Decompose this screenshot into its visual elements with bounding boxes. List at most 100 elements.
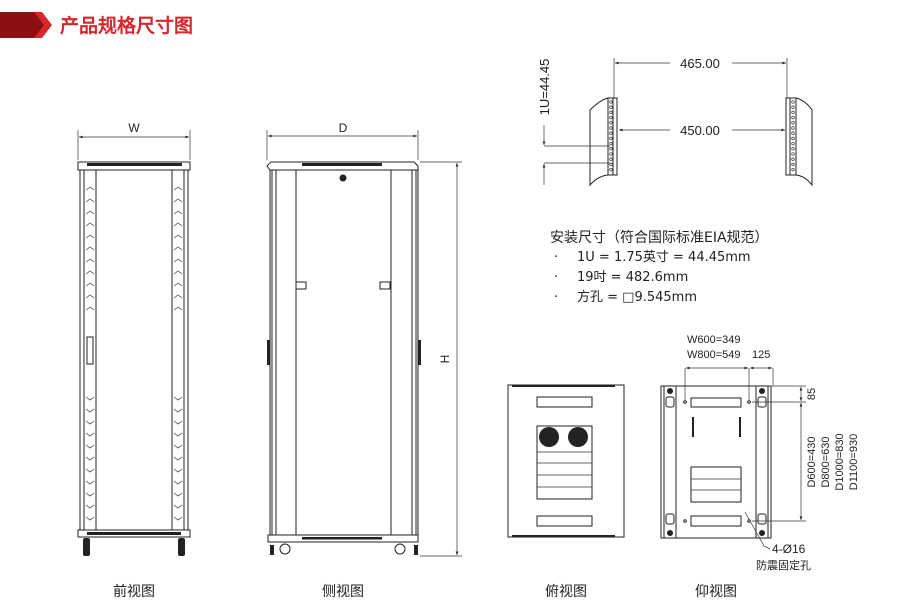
header: 产品规格尺寸图 (0, 12, 193, 38)
rail-hole (609, 162, 613, 167)
height-label: H (438, 355, 452, 364)
rail-hole (609, 105, 613, 109)
bottom-view: W600=349 W800=549 125 85 D600=430 D800=6… (660, 334, 860, 600)
depth-option: D1000=830 (834, 433, 846, 490)
install-spec: 安装尺寸（符合国际标准EIA规范） · 1U = 1.75英寸 = 44.45m… (550, 229, 769, 305)
front-view-caption: 前视图 (113, 583, 155, 600)
vent-slot (173, 408, 183, 413)
vent-slot (173, 480, 183, 485)
vent-slot (173, 456, 183, 461)
vent-slot (85, 456, 95, 461)
hinge-icon (295, 281, 307, 290)
vent-slot (173, 222, 183, 227)
offset-label: 125 (752, 349, 770, 361)
rail-hole (791, 167, 795, 172)
depth-label: D (339, 121, 348, 135)
vent-slot (85, 432, 95, 437)
rail-hole (791, 131, 795, 135)
vent-slot (173, 198, 183, 203)
spec-item: 方孔 = □9.545mm (577, 289, 697, 305)
spec-item: 19吋 = 482.6mm (577, 270, 688, 285)
depth-option: D1100=930 (848, 434, 860, 490)
vent-slot (85, 246, 95, 251)
rail-hole (791, 121, 795, 125)
caster-icon (665, 396, 675, 408)
width-label: W (128, 121, 140, 135)
depth-option: D600=430 (806, 436, 818, 487)
top-view: 俯视图 (507, 384, 625, 600)
rail-hole (791, 147, 795, 151)
vent-slot (173, 282, 183, 287)
vent-slot (85, 444, 95, 449)
rail-hole (609, 136, 613, 141)
vent-slot (173, 504, 183, 509)
rail-hole (609, 131, 613, 135)
vent-slot (173, 468, 183, 473)
rail-hole (609, 167, 613, 172)
rail-hole (791, 110, 795, 115)
vent-slot (173, 516, 183, 521)
w800-label: W800=549 (687, 349, 741, 361)
top-view-caption: 俯视图 (545, 584, 587, 600)
rail-hole (791, 126, 795, 130)
rail-hole (609, 110, 613, 115)
header-arrow-accent-icon (34, 12, 52, 38)
fan-icon (568, 427, 588, 447)
rail-hole (791, 162, 795, 167)
bullet: · (554, 270, 558, 285)
rail-hole (791, 157, 795, 161)
rail-hole (609, 126, 613, 130)
caster-icon (394, 543, 406, 555)
vent-slot (173, 258, 183, 263)
rail-hole (609, 121, 613, 125)
vent-slot (85, 270, 95, 275)
bottom-view-caption: 仰视图 (695, 584, 737, 600)
rail-hole (609, 157, 613, 161)
vent-slot (173, 492, 183, 497)
hole-label: 4-Ø16 (772, 542, 806, 556)
hole-description: 防震固定孔 (756, 558, 811, 572)
rail-hole (791, 141, 795, 146)
rail-diagram: 465.00 450.00 1U=44.45 (537, 55, 813, 187)
hinge-icon (379, 281, 391, 290)
header-arrow-icon (0, 12, 48, 38)
rail-hole (791, 105, 795, 109)
caster-icon (279, 543, 291, 555)
vent-slot (85, 294, 95, 299)
vent-slot (173, 186, 183, 191)
install-spec-heading: 安装尺寸（符合国际标准EIA规范） (550, 229, 769, 246)
rail-hole (609, 100, 613, 104)
vent-slot (85, 420, 95, 425)
rail-hole (791, 136, 795, 141)
vent-slot (85, 480, 95, 485)
vent-slot (173, 234, 183, 239)
vent-slot (85, 492, 95, 497)
vent-slot (173, 432, 183, 437)
vent-slot (173, 420, 183, 425)
edge-label: 85 (806, 388, 818, 400)
vent-slot (85, 210, 95, 215)
rail-hole (609, 152, 613, 156)
inner-width-label: 450.00 (680, 123, 720, 138)
vent-slot (173, 210, 183, 215)
rail-hole (791, 152, 795, 156)
vent-slot (85, 408, 95, 413)
vent-slot (85, 234, 95, 239)
vent-slot (85, 504, 95, 509)
vent-slot (173, 270, 183, 275)
vent-slot (173, 294, 183, 299)
rail-hole (791, 115, 795, 120)
door-handle-icon (86, 336, 94, 365)
w600-label: W600=349 (687, 334, 741, 346)
vent-slot (173, 306, 183, 311)
side-view-caption: 侧视图 (322, 584, 364, 600)
vent-slot (85, 282, 95, 287)
caster-icon (178, 538, 185, 556)
depth-option: D800=630 (820, 436, 832, 487)
fan-icon (539, 427, 559, 447)
side-view: D H 侧视图 (266, 121, 462, 600)
vent-slot (85, 396, 95, 401)
rail-hole (609, 141, 613, 146)
vent-slot (85, 516, 95, 521)
